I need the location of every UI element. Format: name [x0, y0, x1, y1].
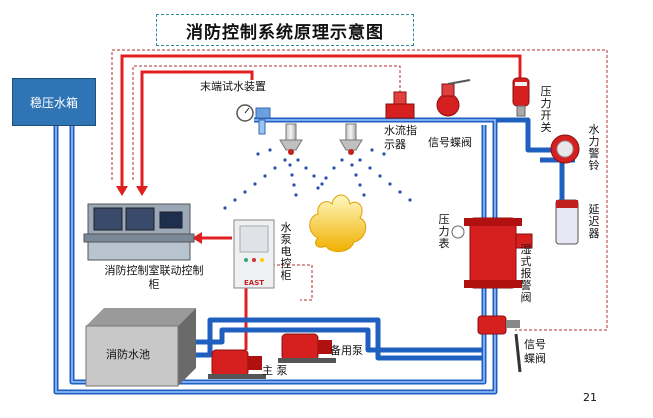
pressure-switch-icon	[512, 77, 530, 117]
sprinkler-head-icon	[339, 123, 363, 155]
alarm-bell-label: 水力警铃	[588, 123, 600, 172]
sprinkler-head-icon	[279, 123, 303, 155]
diagram-title: 消防控制系统原理示意图	[156, 14, 414, 46]
water-pool-label: 消防水池	[106, 348, 150, 361]
end-test-icon	[236, 104, 271, 135]
cabinet-brand: EAST	[244, 279, 265, 287]
butterfly-valve-icon	[436, 79, 471, 117]
main-pump-icon	[208, 349, 266, 379]
spray-dots	[223, 148, 412, 210]
arrow-down-2	[136, 186, 148, 196]
signal-valve-top-label: 信号蝶阀	[428, 136, 472, 149]
flow-indicator-label: 水流指示器	[384, 124, 417, 151]
delay-device-label: 延迟器	[588, 203, 600, 240]
alarm-bell-icon	[550, 134, 580, 164]
butterfly-valve-icon	[477, 315, 522, 373]
standby-pump-icon	[278, 333, 336, 363]
end-test-label: 末端试水装置	[200, 80, 266, 93]
water-pool-icon	[85, 308, 196, 387]
arrow-left	[192, 232, 202, 244]
control-room-label: 消防控制室联动控制柜	[104, 264, 204, 291]
delay-device-icon	[555, 199, 579, 245]
flow-indicator-icon	[385, 91, 415, 119]
page-number: 21	[583, 391, 597, 404]
fire-icon	[309, 194, 367, 252]
pump-control-label: 水泵电控柜	[280, 221, 292, 282]
pressure-gauge-label: 压力表	[438, 213, 450, 250]
wet-alarm-valve-icon	[451, 217, 533, 289]
arrow-down-1	[116, 186, 128, 196]
control-console-icon	[83, 203, 195, 261]
pressure-tank: 稳压水箱	[12, 78, 96, 126]
wet-alarm-valve-label: 湿式报警阀	[520, 243, 532, 304]
pump-cabinet-icon	[233, 219, 275, 289]
dashed-signal-lines	[111, 49, 608, 331]
red-signal-lines	[120, 54, 522, 350]
signal-valve-bottom-label: 信号蝶阀	[524, 338, 546, 365]
main-pump-label: 主 泵	[262, 364, 288, 377]
pressure-switch-label: 压力开关	[540, 85, 552, 134]
standby-pump-label: 备用泵	[330, 344, 363, 357]
